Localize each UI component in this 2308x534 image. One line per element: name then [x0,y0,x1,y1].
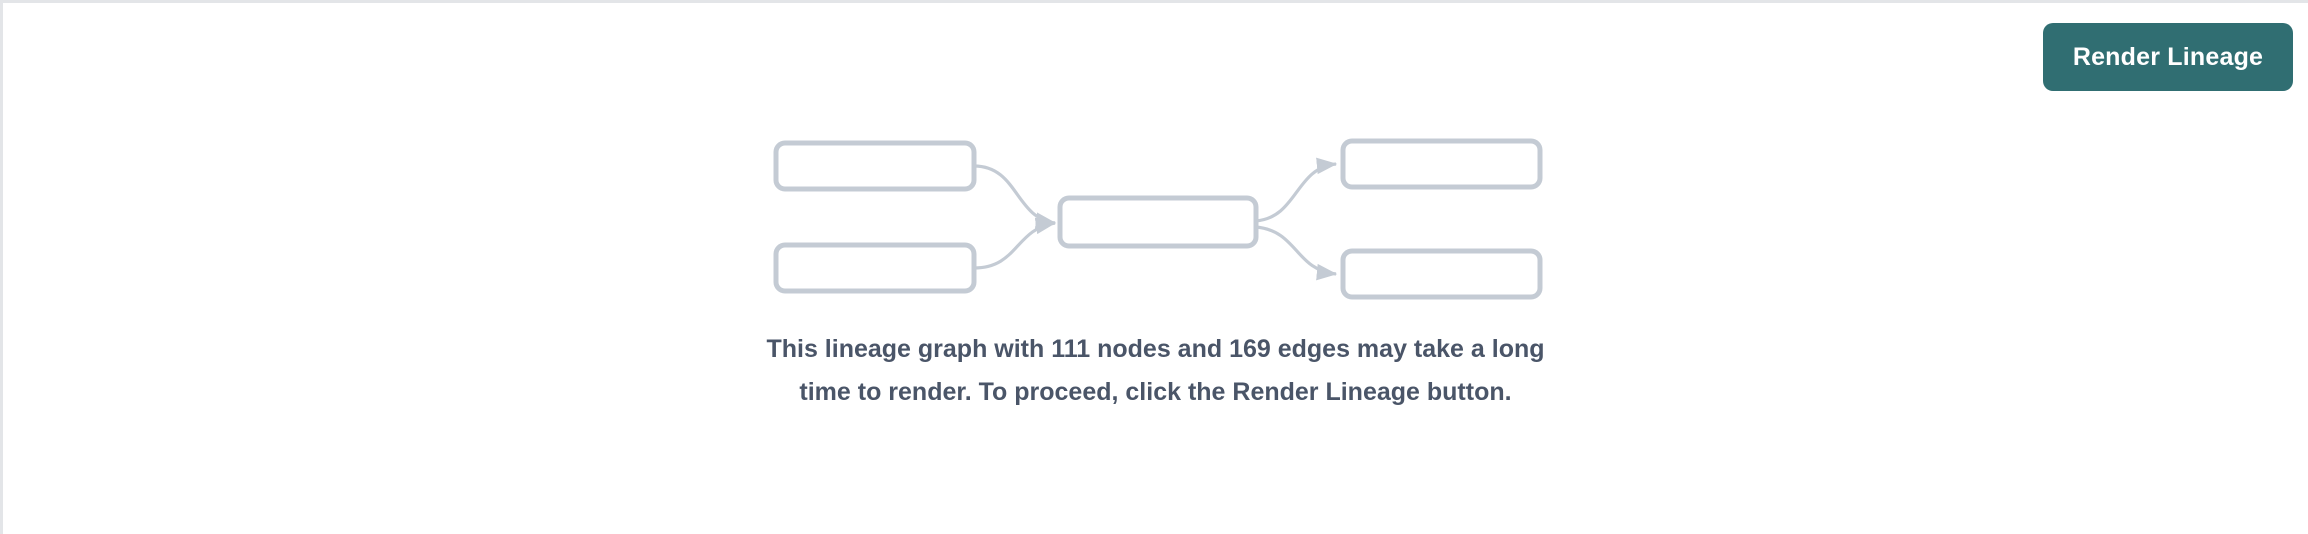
graph-node-right-bottom [1340,248,1543,300]
edge-left-bottom-to-center [973,217,1057,270]
graph-placeholder-svg [773,138,1543,300]
edge-center-to-right-top [1255,157,1338,223]
edge-left-top-to-center [973,164,1057,229]
graph-node-center [1057,195,1259,249]
render-lineage-button[interactable]: Render Lineage [2043,23,2293,91]
lineage-render-warning-message: This lineage graph with 111 nodes and 16… [766,335,1545,406]
graph-node-left-bottom [773,242,977,294]
edge-center-to-right-bottom [1255,225,1338,281]
graph-node-left-top [773,140,977,192]
graph-node-right-top [1340,138,1543,190]
lineage-graph-placeholder [3,113,2308,303]
